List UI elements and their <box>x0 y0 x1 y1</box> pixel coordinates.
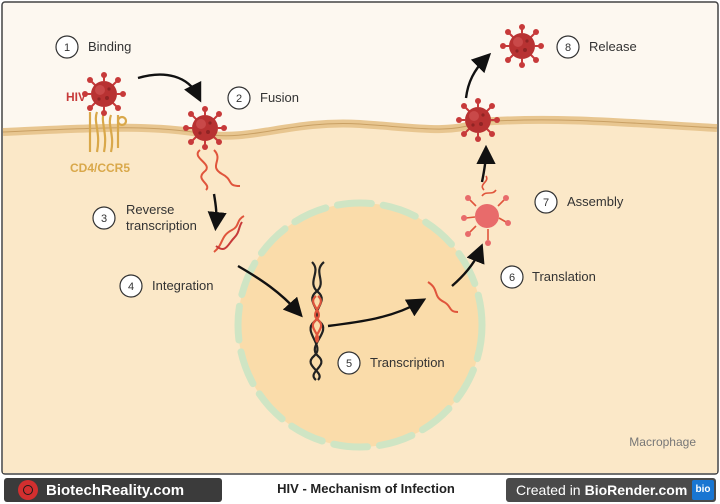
cell-membrane-edge <box>2 119 718 137</box>
hiv-virus-binding <box>82 72 126 116</box>
step-7-number: 7 <box>543 197 549 209</box>
step-3-label-line2: transcription <box>126 218 197 233</box>
footer-bar: BiotechReality.com HIV - Mechanism of In… <box>0 476 720 504</box>
biotechreality-text: BiotechReality.com <box>46 481 185 499</box>
step-2-number: 2 <box>236 93 242 105</box>
step-1-label: Binding <box>88 39 131 54</box>
step-6-number: 6 <box>509 272 515 284</box>
viral-mrna <box>427 281 459 313</box>
step-5-number: 5 <box>346 358 352 370</box>
step-3-number: 3 <box>101 213 107 225</box>
step-3: 3 Reverse transcription <box>92 202 197 233</box>
step-4-label: Integration <box>152 278 213 293</box>
step-1-number: 1 <box>64 42 70 54</box>
step-8-label: Release <box>589 39 637 54</box>
step-6-label: Translation <box>532 269 596 284</box>
nucleus <box>238 203 482 447</box>
created-in-text: Created in <box>516 482 581 498</box>
biorender-text: BioRender.com <box>584 482 688 498</box>
viral-proteins <box>461 175 511 246</box>
biotechreality-brand[interactable]: BiotechReality.com <box>4 478 222 502</box>
step-3-label: Reverse <box>126 202 174 217</box>
virus-label: HIV <box>66 90 86 104</box>
receptor-label: CD4/CCR5 <box>70 161 130 175</box>
step-7-label: Assembly <box>567 194 624 209</box>
nuclear-envelope <box>234 199 486 451</box>
reverse-transcribed-dna <box>213 215 245 253</box>
viral-rna-strands <box>196 149 241 191</box>
step-2-label: Fusion <box>260 90 299 105</box>
step-8-number: 8 <box>565 42 571 54</box>
hiv-virus-fusion <box>183 106 227 150</box>
step-5-label: Transcription <box>370 355 445 370</box>
step-5: 5 Transcription <box>337 351 445 375</box>
step-6: 6 Translation <box>500 265 596 289</box>
host-chromosome <box>309 261 325 381</box>
hiv-virus-released <box>500 24 544 68</box>
biorender-logo-icon: bio <box>692 480 714 500</box>
step-4: 4 Integration <box>119 274 213 298</box>
diagram-title: HIV - Mechanism of Infection <box>277 481 455 496</box>
process-arrows <box>137 52 496 328</box>
hiv-infection-diagram: HIV CD4/CCR5 Macrophage 1 Binding 2 Fusi… <box>0 0 720 476</box>
step-2: 2 Fusion <box>227 86 299 110</box>
step-8: 8 Release <box>556 35 637 59</box>
step-4-number: 4 <box>128 281 134 293</box>
biotechreality-logo-icon <box>18 480 38 500</box>
step-1: 1 Binding <box>55 35 131 59</box>
step-7: 7 Assembly <box>534 190 624 214</box>
biorender-brand[interactable]: Created in BioRender.com bio <box>506 478 716 502</box>
hiv-virus-budding <box>456 98 500 142</box>
macrophage-label: Macrophage <box>629 435 696 449</box>
